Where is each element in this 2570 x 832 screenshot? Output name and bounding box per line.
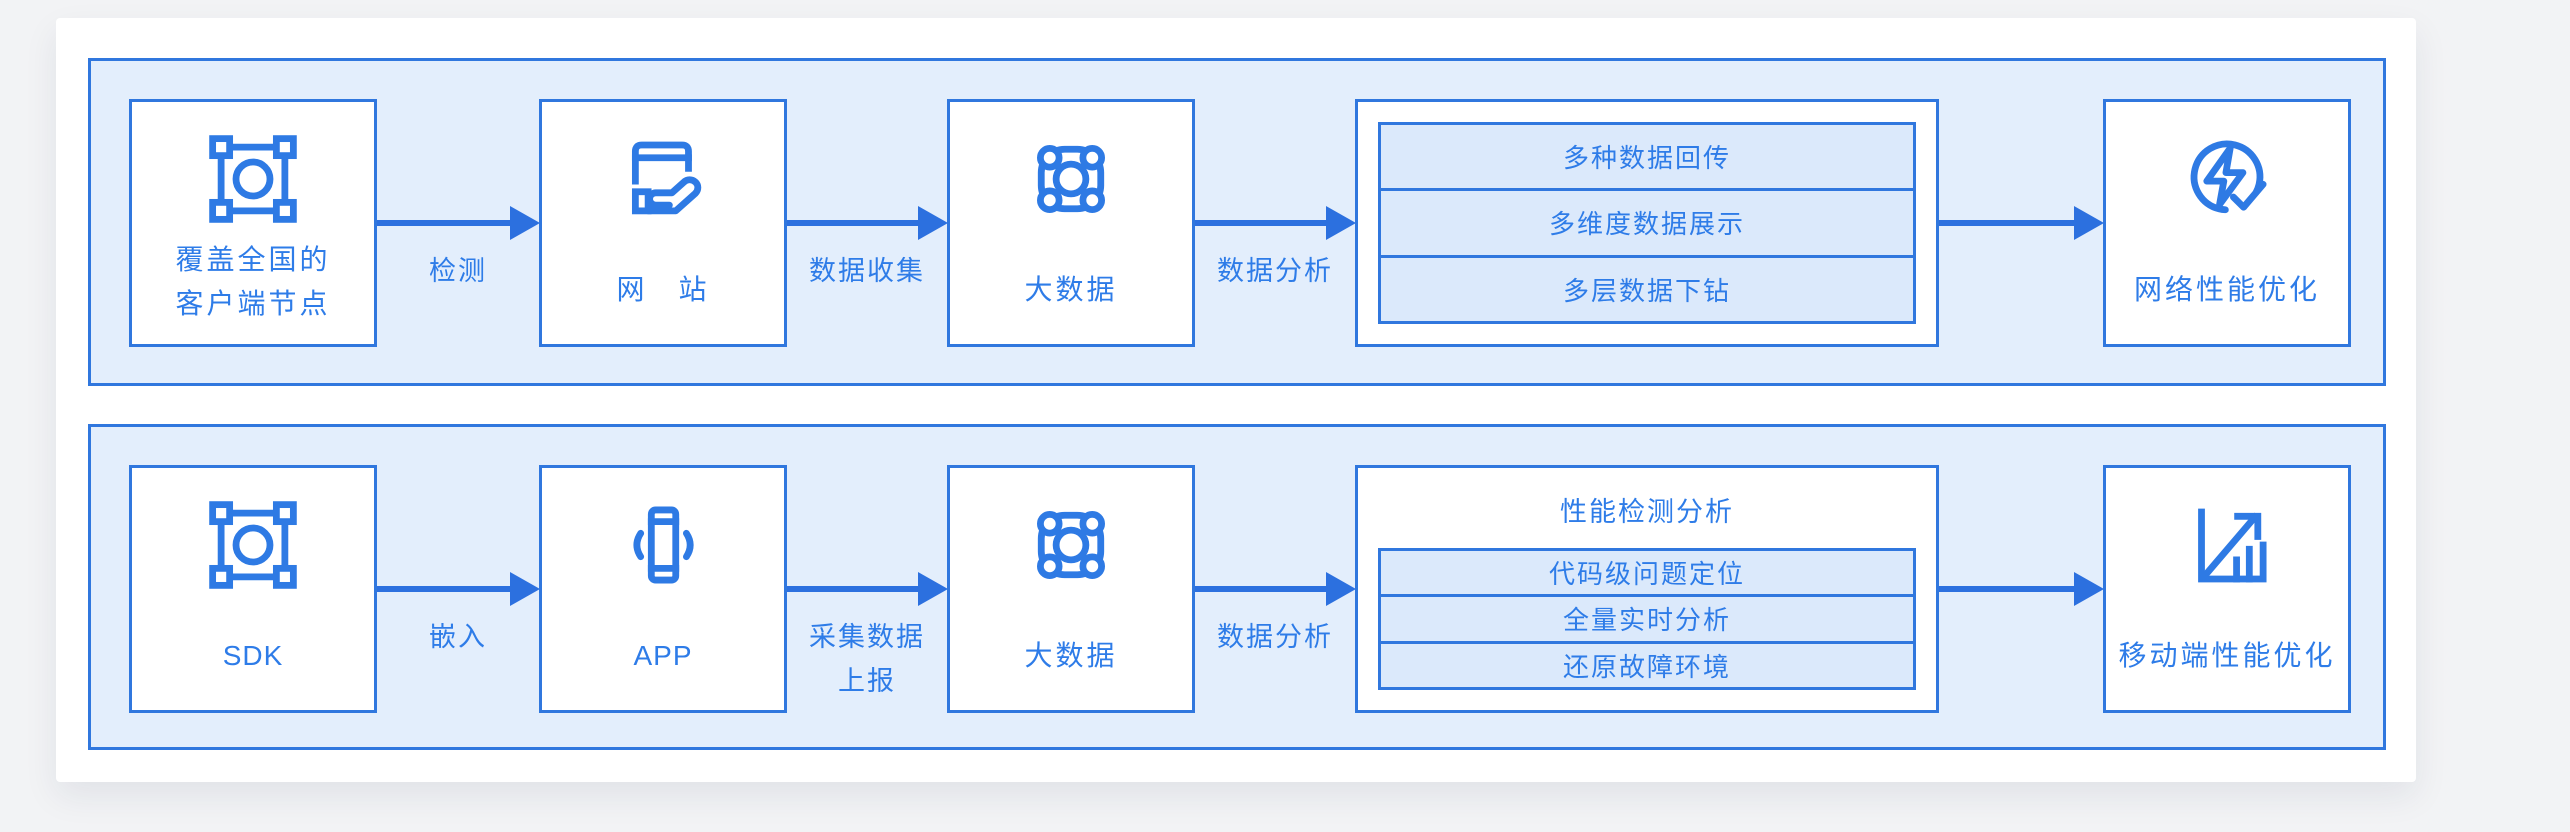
node-mobile-optimization: 移动端性能优化 [2103,465,2351,713]
node-label: APP [633,640,693,671]
arrow-to-result [1939,465,2104,713]
arrow-data-analyze: 数据分析 [1195,99,1356,347]
chart-up-icon [2106,494,2348,596]
arrow-shaft [787,586,923,592]
node-website: 网 站 [539,99,787,347]
arrow-head [2074,572,2104,606]
arrow-collect-report: 采集数据 上报 [787,465,948,713]
arrow-label: 数据分析 [1217,622,1333,652]
node-bigdata: 大数据 [947,465,1195,713]
node-label: SDK [222,640,284,671]
flash-check-icon [2106,128,2348,230]
arrow-label: 数据分析 [1217,256,1333,286]
feature-row: 还原故障环境 [1381,640,1913,687]
arrow-shaft [1939,586,2079,592]
node-client-endpoints: 覆盖全国的 客户端节点 [129,99,377,347]
arrow-embed: 嵌入 [377,465,540,713]
arrow-head [510,206,540,240]
arrow-shaft [377,220,515,226]
node-label: 网 站 [616,274,710,305]
bigdata-cluster-icon [950,128,1192,230]
node-label: 移动端性能优化 [2118,640,2336,671]
node-performance-analysis: 性能检测分析 代码级问题定位 全量实时分析 还原故障环境 [1355,465,1939,713]
arrow-shaft [1939,220,2079,226]
feature-row: 多维度数据展示 [1381,188,1913,254]
node-label: 大数据 [1024,274,1118,305]
arrow-data-collect: 数据收集 [787,99,948,347]
arrow-head [1326,572,1356,606]
node-network-optimization: 网络性能优化 [2103,99,2351,347]
diagram-card: 覆盖全国的 客户端节点 检测 网 站 数据收集 [56,18,2416,782]
website-hand-icon [542,128,784,230]
arrow-label: 采集数据 上报 [809,622,925,696]
arrow-head [918,206,948,240]
node-analysis-features: 多种数据回传 多维度数据展示 多层数据下钻 [1355,99,1939,347]
arrow-detect: 检测 [377,99,540,347]
node-label: 网络性能优化 [2133,274,2320,305]
arrow-head [918,572,948,606]
arrow-head [1326,206,1356,240]
node-sdk: SDK [129,465,377,713]
arrow-label: 检测 [429,256,487,286]
feature-list: 多种数据回传 多维度数据展示 多层数据下钻 [1378,122,1916,324]
flow-panel-app: SDK 嵌入 APP 采集数据 上报 [88,424,2386,750]
arrow-head [510,572,540,606]
node-label: 覆盖全国的 客户端节点 [175,244,331,319]
arrow-shaft [1195,220,1331,226]
arrow-shaft [1195,586,1331,592]
bigdata-cluster-icon [950,494,1192,596]
arrow-to-result [1939,99,2104,347]
arrow-data-analyze: 数据分析 [1195,465,1356,713]
phone-vibrate-icon [542,494,784,596]
node-app: APP [539,465,787,713]
list-title: 性能检测分析 [1560,497,1734,527]
feature-row: 代码级问题定位 [1548,559,1745,590]
node-label: 大数据 [1024,640,1118,671]
feature-list: 代码级问题定位 全量实时分析 还原故障环境 [1378,548,1916,690]
flow-panel-web: 覆盖全国的 客户端节点 检测 网 站 数据收集 [88,58,2386,386]
node-select-icon [132,128,374,230]
arrow-label: 嵌入 [429,622,487,652]
feature-row: 多种数据回传 [1562,143,1731,174]
arrow-shaft [787,220,923,226]
feature-row: 多层数据下钻 [1381,254,1913,321]
node-bigdata: 大数据 [947,99,1195,347]
node-select-icon [132,494,374,596]
arrow-label: 数据收集 [809,256,925,286]
arrow-head [2074,206,2104,240]
feature-row: 全量实时分析 [1381,594,1913,640]
arrow-shaft [377,586,515,592]
